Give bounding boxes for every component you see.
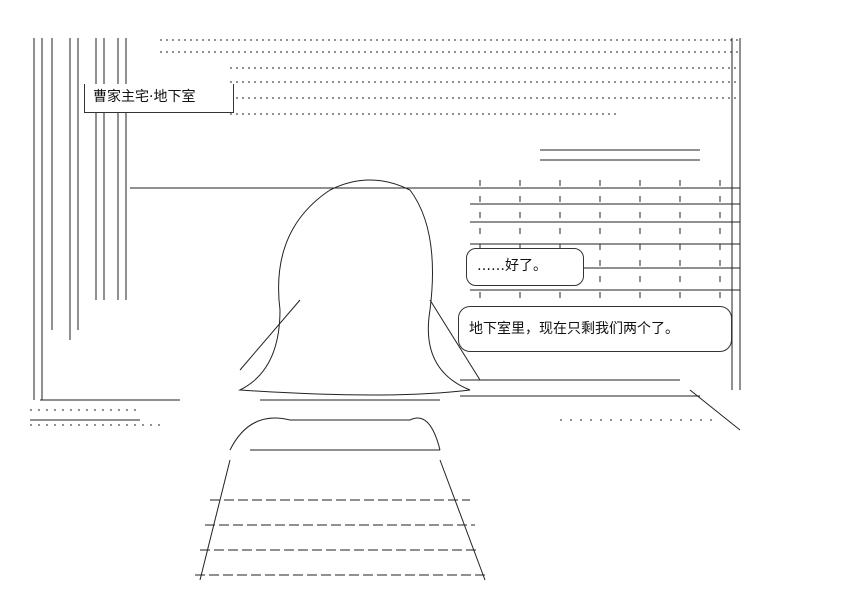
speech-bubble-1: ……好了。 xyxy=(466,248,584,286)
location-caption: 曹家主宅·地下室 xyxy=(84,84,234,113)
speech-bubble-2: 地下室里，现在只剩我们两个了。 xyxy=(458,306,732,352)
